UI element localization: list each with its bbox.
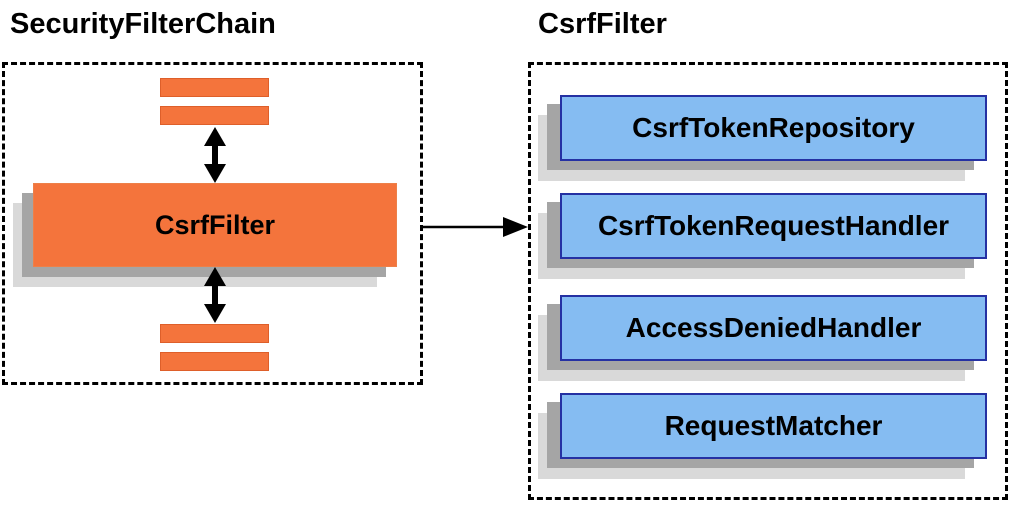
component-box: CsrfTokenRepository — [560, 95, 987, 161]
csrf-filter-box-label: CsrfFilter — [154, 209, 276, 240]
filter-chain-bar-bottom-2 — [160, 352, 269, 371]
csrf-filter-box: CsrfFilter — [33, 183, 397, 267]
filter-chain-bar-top-2 — [160, 106, 269, 125]
csrf-filter-title: CsrfFilter — [538, 8, 667, 40]
component-box: RequestMatcher — [560, 393, 987, 459]
component-box-label: RequestMatcher — [664, 410, 883, 441]
component-box-label: AccessDeniedHandler — [625, 312, 922, 343]
component-box: CsrfTokenRequestHandler — [560, 193, 987, 259]
filter-chain-bar-top-1 — [160, 78, 269, 97]
csrf-filter-container — [528, 62, 1008, 500]
component-box-label: CsrfTokenRepository — [632, 112, 915, 143]
component-box: AccessDeniedHandler — [560, 295, 987, 361]
right-arrow-icon — [423, 217, 528, 237]
security-filter-chain-container — [2, 62, 423, 385]
filter-chain-bar-bottom-1 — [160, 324, 269, 343]
security-filter-chain-title: SecurityFilterChain — [10, 8, 276, 40]
component-box-label: CsrfTokenRequestHandler — [597, 210, 950, 241]
